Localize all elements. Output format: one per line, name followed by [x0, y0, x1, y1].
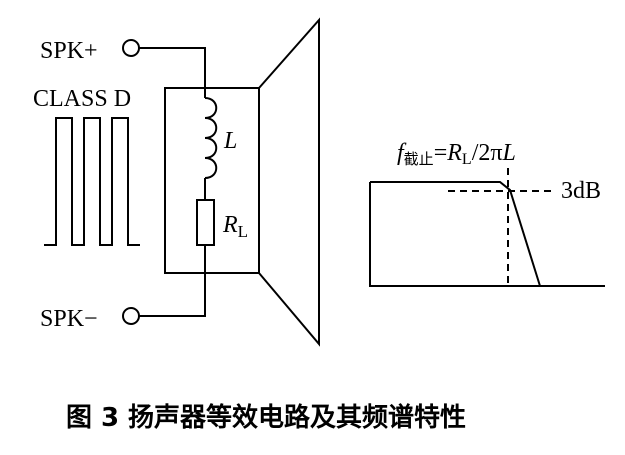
frequency-response-plot [369, 168, 605, 287]
spk-positive-label: SPK+ [40, 38, 98, 64]
lowpass-response-curve [370, 181, 541, 287]
figure-title: 扬声器等效电路及其频谱特性 [128, 402, 466, 433]
figure-caption: 图 3 扬声器等效电路及其频谱特性 [66, 402, 466, 433]
inductor-coil [204, 88, 218, 200]
speaker-equivalent-box [164, 87, 260, 274]
cutoff-frequency-formula: f截止=RL/2πL [397, 140, 516, 168]
positive-terminal [122, 39, 206, 88]
negative-lead-wire [139, 273, 206, 317]
positive-lead-wire [139, 47, 206, 88]
negative-terminal [122, 273, 206, 325]
negative-terminal-node [122, 307, 140, 325]
attenuation-3db-label: 3dB [561, 178, 601, 204]
resistor-rl [196, 199, 215, 246]
speaker-cone [258, 17, 320, 347]
figure-number: 图 3 [66, 403, 119, 433]
resistor-label: RL [222, 212, 248, 241]
class-d-label: CLASS D [33, 86, 131, 112]
spk-negative-label: SPK− [40, 306, 98, 332]
positive-terminal-node [122, 39, 140, 57]
plot-axes [369, 182, 605, 287]
inductor-label: L [223, 128, 237, 154]
class-d-pwm-waveform [44, 117, 140, 246]
